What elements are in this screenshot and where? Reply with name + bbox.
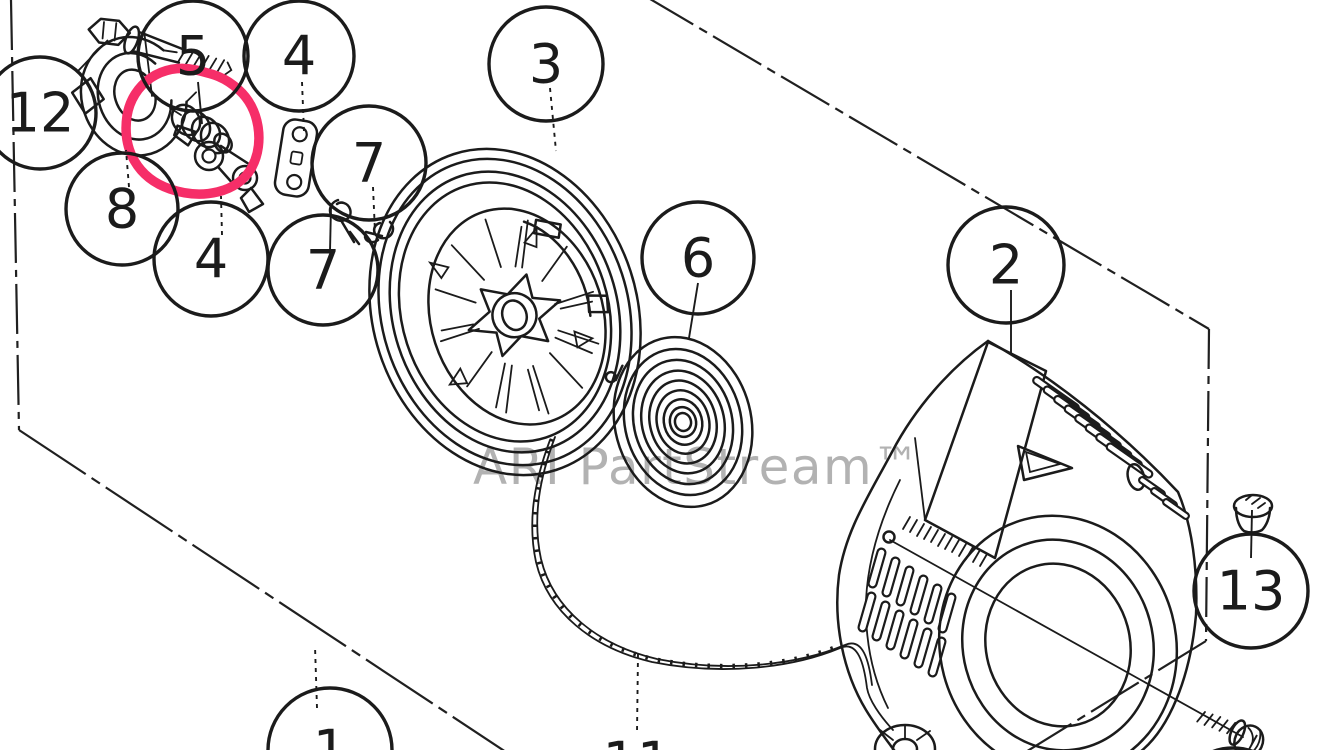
callout-circle[interactable] (640, 200, 756, 316)
leader-line (372, 186, 376, 233)
pulley-drawing (368, 147, 642, 477)
cover-vent-slots-left (857, 547, 957, 678)
cover-triangle-hole (1016, 444, 1074, 482)
cover-oval-hole (1126, 463, 1146, 491)
callout-circle[interactable] (1175, 746, 1291, 750)
callout-circle[interactable] (266, 686, 394, 750)
leader-line (1247, 734, 1258, 750)
leader-line (549, 87, 557, 152)
callout-number[interactable]: 8 (105, 178, 139, 241)
callout-number[interactable]: 13 (1217, 560, 1286, 623)
leader-line (125, 149, 130, 188)
border-bottom-left (18, 429, 505, 750)
cover-vent-slots-top (1032, 375, 1154, 479)
cover-panel (923, 340, 1048, 560)
callout-4[interactable]: 4 (242, 0, 356, 133)
callout-number[interactable]: 5 (176, 25, 210, 88)
callout-circle[interactable] (266, 213, 380, 327)
callout-circle[interactable] (487, 5, 605, 123)
starter-case-drawing (70, 35, 198, 157)
callout-number[interactable]: 12 (6, 82, 75, 145)
pulley-spokes (427, 218, 600, 415)
callout-circle[interactable] (1192, 532, 1310, 650)
callout-3[interactable]: 3 (487, 5, 605, 152)
spring-hook (604, 370, 618, 384)
cover-drawing (836, 339, 1244, 750)
callout-number[interactable]: 6 (681, 227, 715, 290)
callout-number[interactable]: 7 (352, 132, 386, 195)
callout-11[interactable]: 11 (577, 653, 697, 750)
callout-6[interactable]: 6 (640, 200, 756, 339)
border-bottom-right (1026, 640, 1207, 750)
leader-line (314, 645, 318, 709)
callout-number[interactable]: 4 (282, 25, 316, 88)
cover-hatch-band (902, 516, 988, 567)
leader-line (636, 653, 639, 734)
callout-number[interactable]: 4 (194, 228, 228, 291)
callout-unlabeled[interactable] (1175, 734, 1291, 750)
highlight-ring[interactable] (121, 63, 264, 199)
callout-8[interactable]: 8 (64, 149, 180, 267)
border-left (9, 0, 21, 431)
spiral-spring-drawing (604, 335, 754, 509)
callout-circle[interactable] (946, 205, 1066, 325)
cover-vent-slots-right (1138, 476, 1190, 520)
pulley-hub-star (467, 273, 562, 358)
callout-7[interactable]: 7 (266, 206, 380, 327)
leader-line (301, 81, 305, 133)
grommet-drawing (1232, 493, 1274, 534)
frame-border (9, 0, 1211, 750)
cover-screw-boss (882, 530, 896, 544)
leader-line (77, 39, 109, 72)
callout-4[interactable]: 4 (152, 195, 270, 318)
callout-number[interactable]: 3 (529, 33, 563, 96)
border-right (1204, 328, 1211, 642)
rope-drawing (531, 436, 894, 731)
cover-bolt-leader (889, 539, 1244, 738)
callout-circle[interactable] (242, 0, 356, 113)
callout-2[interactable]: 2 (946, 205, 1066, 355)
callout-circle[interactable] (0, 55, 98, 171)
watermark-text: ARI PartStream™ (473, 437, 921, 496)
callout-number[interactable]: 1 (313, 719, 347, 750)
callout-circle[interactable] (136, 0, 250, 113)
border-top-right (649, 0, 1210, 330)
cover-bolt-drawing (1196, 711, 1265, 750)
callout-number[interactable]: 11 (603, 731, 672, 750)
callout-circle[interactable] (64, 151, 180, 267)
leader-line (197, 81, 203, 125)
callout-5[interactable]: 5 (136, 0, 250, 125)
cover-recess (937, 514, 1179, 750)
watermark-brand: ARI PartStream (473, 438, 873, 496)
callout-number[interactable]: 7 (306, 239, 340, 302)
callout-12[interactable]: 12 (0, 39, 109, 171)
callout-circle[interactable] (310, 104, 428, 222)
callout-1[interactable]: 1 (266, 645, 394, 750)
callout-7[interactable]: 7 (310, 104, 428, 233)
callout-number[interactable]: 2 (989, 234, 1023, 297)
leader-line (688, 282, 699, 339)
cover-rope-boss (873, 723, 937, 750)
leader-line (220, 195, 223, 236)
callout-13[interactable]: 13 (1192, 509, 1310, 650)
